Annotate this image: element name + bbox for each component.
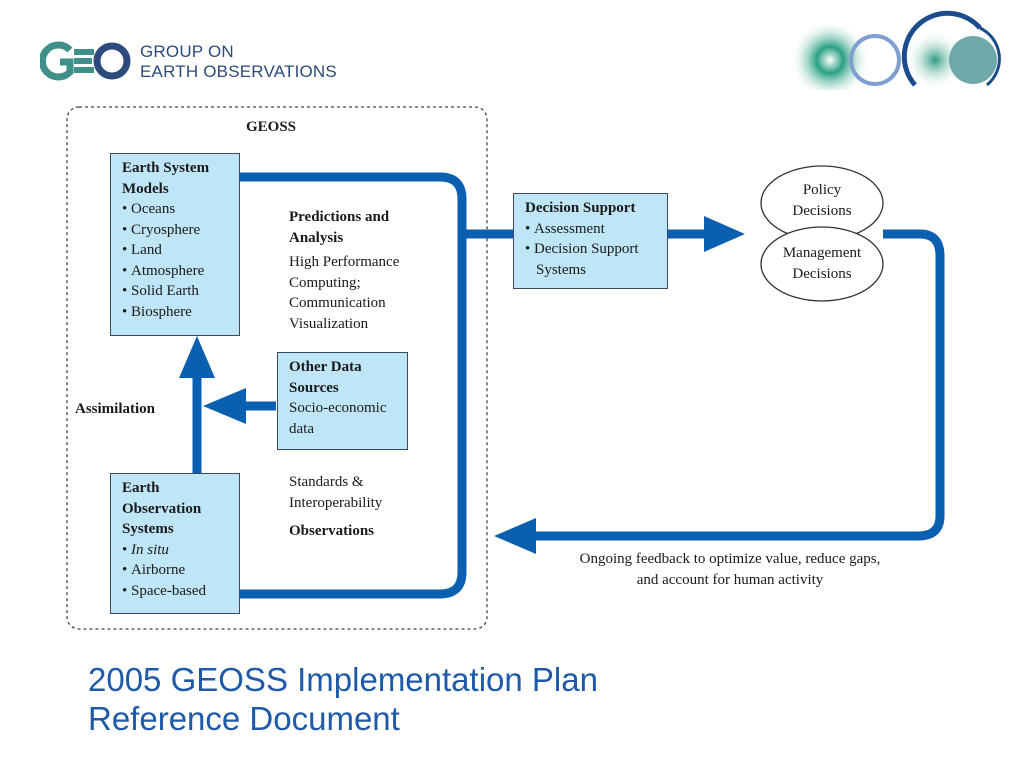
management-decisions-ellipse	[760, 226, 884, 302]
esm-item: Cryosphere	[122, 220, 239, 241]
feedback-arrowhead	[494, 518, 536, 554]
management-line: Decisions	[792, 265, 852, 282]
policy-line: Policy	[802, 182, 842, 198]
ds-item: Decision Support	[525, 239, 667, 260]
standards-line: Interoperability	[289, 494, 383, 511]
eos-item-in-situ: In situ	[131, 541, 169, 558]
feedback-line: and account for human activity	[636, 571, 824, 588]
feedback-caption: Ongoing feedback to optimize value, redu…	[530, 549, 930, 590]
slide-title-line-1: 2005 GEOSS Implementation Plan	[88, 661, 598, 698]
geoss-label: GEOSS	[246, 119, 297, 135]
ods-line: Socio-economic	[289, 400, 387, 416]
models-to-decision-flow	[240, 172, 513, 239]
esm-item: Land	[122, 240, 239, 261]
predictions-block: Predictions and Analysis High Performanc…	[289, 207, 399, 334]
predictions-line: Communication	[289, 295, 386, 311]
geo-logo-mark-icon	[40, 41, 131, 81]
assimilation-up-arrowhead	[179, 336, 215, 378]
feedback-loop	[530, 229, 945, 541]
observations-label: Observations	[289, 523, 375, 539]
logo-line-2: EARTH OBSERVATIONS	[140, 62, 337, 81]
decision-to-policy-arrowhead	[704, 216, 745, 252]
policy-decisions-label: Policy Decisions	[761, 180, 883, 221]
decorative-circles-icon	[792, 10, 1001, 90]
ods-line: data	[289, 420, 314, 437]
predictions-title-1: Predictions and	[289, 209, 390, 225]
other-data-sources-box: Other Data Sources Socio-economic data	[277, 352, 408, 450]
eos-item: Space-based	[122, 581, 239, 602]
esm-title-2: Models	[122, 180, 169, 197]
esm-item: Oceans	[122, 199, 239, 220]
earth-observation-systems-box: Earth Observation Systems In situ Airbor…	[110, 473, 240, 614]
decision-support-box: Decision Support Assessment Decision Sup…	[513, 193, 668, 289]
geoss-container	[66, 106, 488, 630]
standards-line: Standards &	[289, 474, 364, 490]
predictions-line: Computing;	[289, 274, 361, 291]
esm-title-1: Earth System	[122, 160, 210, 176]
ods-title-2: Sources	[289, 379, 339, 396]
logo-line-1: GROUP ON	[140, 42, 234, 61]
eos-item: In situ	[122, 540, 239, 561]
other-data-arrowhead	[203, 388, 246, 424]
management-decisions-label: Management Decisions	[761, 243, 883, 284]
eos-title: Observation	[122, 500, 202, 517]
esm-item: Biosphere	[122, 302, 239, 323]
earth-system-models-box: Earth System Models Oceans Cryosphere La…	[110, 153, 240, 336]
geo-logo: GROUP ON EARTH OBSERVATIONS	[40, 40, 340, 84]
predictions-line: High Performance	[289, 254, 400, 270]
standards-block: Standards & Interoperability Observation…	[289, 472, 382, 542]
observations-flow	[240, 234, 467, 599]
predictions-line: Visualization	[289, 315, 369, 332]
ds-item-cont: Systems	[536, 261, 587, 278]
esm-item: Atmosphere	[122, 261, 239, 282]
eos-title: Systems	[122, 521, 174, 537]
slide-title: 2005 GEOSS Implementation Plan Reference…	[88, 660, 598, 738]
feedback-line: Ongoing feedback to optimize value, redu…	[579, 551, 881, 567]
slide-title-line-2: Reference Document	[88, 700, 400, 737]
esm-item: Solid Earth	[122, 281, 239, 302]
ds-title: Decision Support	[525, 200, 636, 216]
ods-title-1: Other Data	[289, 359, 362, 375]
eos-title: Earth	[122, 480, 160, 496]
eos-item: Airborne	[122, 560, 239, 581]
policy-line: Decisions	[792, 202, 852, 219]
ds-item: Assessment	[525, 219, 667, 240]
assimilation-label: Assimilation	[75, 401, 156, 417]
management-line: Management	[782, 245, 862, 261]
predictions-title-2: Analysis	[289, 229, 344, 246]
